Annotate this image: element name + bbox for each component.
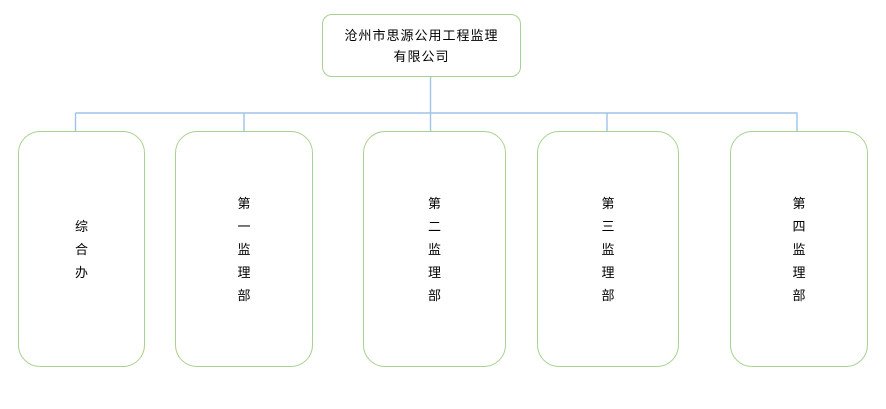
root-node[interactable]: 沧州市思源公用工程监理 有限公司: [322, 14, 521, 77]
child-node-label: 综合办: [74, 218, 88, 280]
child-node-label: 第三监理部: [601, 195, 615, 303]
child-node-general-office[interactable]: 综合办: [18, 131, 145, 367]
child-node-supervision-dept-3[interactable]: 第三监理部: [537, 131, 679, 367]
child-node-label: 第四监理部: [792, 195, 806, 303]
child-node-label: 第一监理部: [237, 195, 251, 303]
child-node-label: 第二监理部: [427, 195, 441, 303]
child-node-supervision-dept-1[interactable]: 第一监理部: [175, 131, 313, 367]
child-node-supervision-dept-2[interactable]: 第二监理部: [363, 131, 506, 367]
root-node-label: 沧州市思源公用工程监理 有限公司: [344, 27, 499, 64]
child-node-supervision-dept-4[interactable]: 第四监理部: [730, 131, 868, 367]
